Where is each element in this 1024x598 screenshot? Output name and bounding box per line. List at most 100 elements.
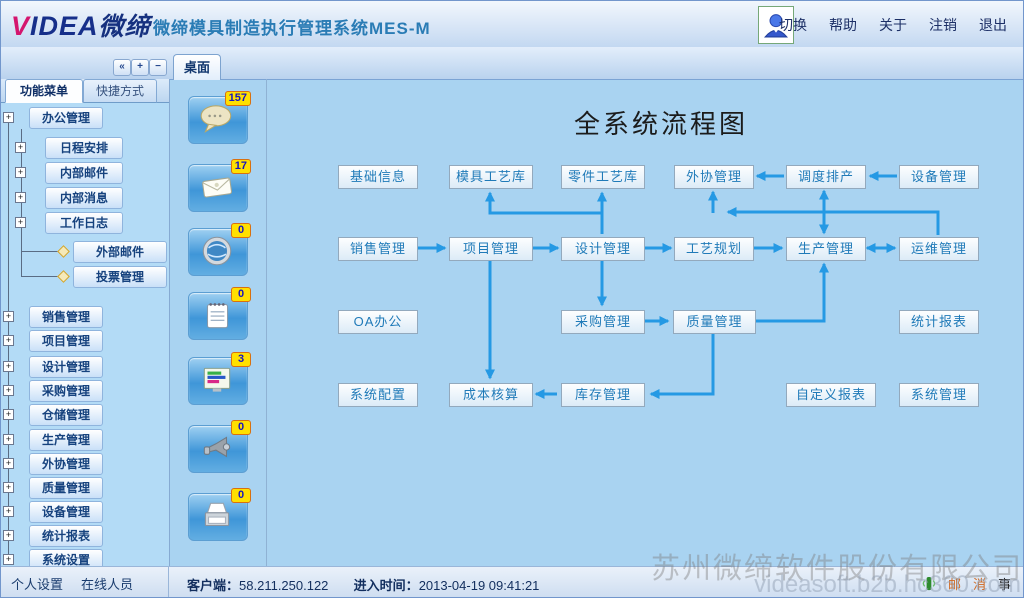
tab-shortcuts[interactable]: 快捷方式 — [83, 79, 157, 103]
logo-latin: IDEA — [30, 11, 99, 41]
sidebar-item-internal-mail[interactable]: 内部邮件 — [45, 162, 123, 184]
tree-expander-quality-mgmt[interactable]: + — [3, 482, 14, 493]
flow-node-inventory[interactable]: 库存管理 — [561, 383, 645, 407]
tree-expander-project-mgmt[interactable]: + — [3, 335, 14, 346]
quick-web-button[interactable]: 0 — [188, 223, 251, 276]
tree-connector — [21, 251, 59, 252]
app-title: 微缔模具制造执行管理系统MES-M — [153, 19, 431, 38]
flow-node-quality[interactable]: 质量管理 — [673, 310, 756, 334]
flow-node-design[interactable]: 设计管理 — [561, 237, 645, 261]
notification-badge: 157 — [224, 91, 251, 106]
menu-item-switch[interactable]: 切换 — [779, 17, 807, 33]
sidebar-item-design-mgmt[interactable]: 设计管理 — [29, 356, 103, 378]
notification-badge: 0 — [231, 420, 251, 435]
flow-node-project[interactable]: 项目管理 — [449, 237, 533, 261]
sidebar: 功能菜单快捷方式 + 办公管理 + 日程安排 + 内部邮件 + 内部消息 + 工作日志外部邮件投票… — [1, 79, 170, 571]
sidebar-item-office-mgmt[interactable]: 办公管理 — [29, 107, 103, 129]
sidebar-item-outsource-mgmt[interactable]: 外协管理 — [29, 453, 103, 475]
notification-badge: 3 — [231, 352, 251, 367]
sidebar-item-system-settings[interactable]: 系统设置 — [29, 549, 103, 571]
flow-node-production[interactable]: 生产管理 — [786, 237, 866, 261]
quick-mail-button[interactable]: 17 — [188, 159, 251, 212]
notice-message[interactable]: 消 — [972, 577, 986, 592]
sidebar-item-equipment-mgmt[interactable]: 设备管理 — [29, 501, 103, 523]
quick-report-button[interactable]: 3 — [188, 352, 251, 405]
tree-diamond-vote-mgmt — [57, 270, 70, 283]
tree-expander-outsource-mgmt[interactable]: + — [3, 458, 14, 469]
expand-all-button[interactable]: + — [131, 59, 149, 76]
tab-function-menu[interactable]: 功能菜单 — [5, 79, 83, 103]
sidebar-item-vote-mgmt[interactable]: 投票管理 — [73, 266, 167, 288]
status-left-links: 个人设置 在线人员 — [1, 567, 169, 597]
quick-announce-button[interactable]: 0 — [188, 420, 251, 473]
flow-node-cost[interactable]: 成本核算 — [449, 383, 533, 407]
online-users-link[interactable]: 在线人员 — [81, 577, 134, 592]
collapse-all-button[interactable]: − — [149, 59, 167, 76]
tree-expander-schedule[interactable]: + — [15, 142, 26, 153]
tree-expander-purchase-mgmt[interactable]: + — [3, 385, 14, 396]
sidebar-item-warehouse-mgmt[interactable]: 仓储管理 — [29, 404, 103, 426]
flow-node-mold-lib[interactable]: 模具工艺库 — [449, 165, 533, 189]
flow-node-equipment[interactable]: 设备管理 — [899, 165, 979, 189]
quick-chat-button[interactable]: 157 — [188, 91, 251, 144]
flow-node-outsourcing[interactable]: 外协管理 — [674, 165, 754, 189]
header-bar: VIDEA微缔 微缔模具制造执行管理系统MES-M 切换帮助关于注销退出 — [1, 1, 1023, 48]
flow-node-stat-report[interactable]: 统计报表 — [899, 310, 979, 334]
session-info: 客户端：58.211.250.122 进入时间：2013-04-19 09:41… — [187, 575, 539, 594]
notice-mail[interactable]: 邮 — [947, 577, 961, 592]
quick-print-button[interactable]: 0 — [188, 488, 251, 541]
sidebar-item-project-mgmt[interactable]: 项目管理 — [29, 330, 103, 352]
menu-item-help[interactable]: 帮助 — [829, 17, 857, 33]
sidebar-item-external-mail[interactable]: 外部邮件 — [73, 241, 167, 263]
entry-time-label: 进入时间： — [353, 578, 419, 593]
menu-item-about[interactable]: 关于 — [879, 17, 907, 33]
tree-expander-office-mgmt[interactable]: + — [3, 112, 14, 123]
sidebar-item-sales-mgmt[interactable]: 销售管理 — [29, 306, 103, 328]
tree-diamond-external-mail — [57, 245, 70, 258]
sidebar-item-stat-report[interactable]: 统计报表 — [29, 525, 103, 547]
tree-expander-design-mgmt[interactable]: + — [3, 361, 14, 372]
flow-node-custom-report[interactable]: 自定义报表 — [786, 383, 876, 407]
sidebar-item-production-mgmt[interactable]: 生产管理 — [29, 429, 103, 451]
flowchart-title: 全系统流程图 — [573, 110, 748, 139]
toolbar: « + − 桌面 — [1, 47, 1023, 80]
flow-node-basic-info[interactable]: 基础信息 — [338, 165, 418, 189]
tree-expander-internal-msg[interactable]: + — [15, 192, 26, 203]
sidebar-item-quality-mgmt[interactable]: 质量管理 — [29, 477, 103, 499]
quick-notes-button[interactable]: 0 — [188, 287, 251, 340]
flow-node-sys-mgmt[interactable]: 系统管理 — [899, 383, 979, 407]
tree-expander-stat-report[interactable]: + — [3, 530, 14, 541]
user-avatar[interactable] — [758, 6, 794, 44]
notice-task[interactable]: 事 — [997, 577, 1011, 592]
flow-node-purchasing[interactable]: 采购管理 — [561, 310, 645, 334]
flow-node-oa[interactable]: OA办公 — [338, 310, 418, 334]
tree-expander-equipment-mgmt[interactable]: + — [3, 506, 14, 517]
tree-expander-warehouse-mgmt[interactable]: + — [3, 409, 14, 420]
logo-chinese: 微缔 — [98, 13, 151, 41]
menu-item-exit[interactable]: 退出 — [979, 17, 1007, 33]
collapse-sidebar-button[interactable]: « — [113, 59, 131, 76]
flow-node-sales[interactable]: 销售管理 — [338, 237, 418, 261]
sidebar-item-internal-msg[interactable]: 内部消息 — [45, 187, 123, 209]
personal-settings-link[interactable]: 个人设置 — [11, 577, 64, 592]
flow-node-scheduling[interactable]: 调度排产 — [786, 165, 866, 189]
client-label: 客户端： — [187, 578, 240, 593]
sidebar-tab-strip: 功能菜单快捷方式 — [1, 79, 169, 103]
tree-expander-system-settings[interactable]: + — [3, 554, 14, 565]
tab-desktop[interactable]: 桌面 — [173, 54, 221, 80]
flow-node-part-lib[interactable]: 零件工艺库 — [561, 165, 645, 189]
tree-expander-work-log[interactable]: + — [15, 217, 26, 228]
notification-badge: 0 — [231, 287, 251, 302]
sidebar-item-work-log[interactable]: 工作日志 — [45, 212, 123, 234]
sidebar-item-schedule[interactable]: 日程安排 — [45, 137, 123, 159]
menu-item-logout[interactable]: 注销 — [929, 17, 957, 33]
flow-node-process-planning[interactable]: 工艺规划 — [674, 237, 754, 261]
flow-node-maintenance[interactable]: 运维管理 — [899, 237, 979, 261]
tree-expander-internal-mail[interactable]: + — [15, 167, 26, 178]
phone-icon[interactable] — [921, 576, 936, 591]
entry-time-value: 2013-04-19 09:41:21 — [418, 578, 540, 593]
tree-expander-sales-mgmt[interactable]: + — [3, 311, 14, 322]
flow-node-sys-config[interactable]: 系统配置 — [338, 383, 418, 407]
tree-expander-production-mgmt[interactable]: + — [3, 434, 14, 445]
sidebar-item-purchase-mgmt[interactable]: 采购管理 — [29, 380, 103, 402]
